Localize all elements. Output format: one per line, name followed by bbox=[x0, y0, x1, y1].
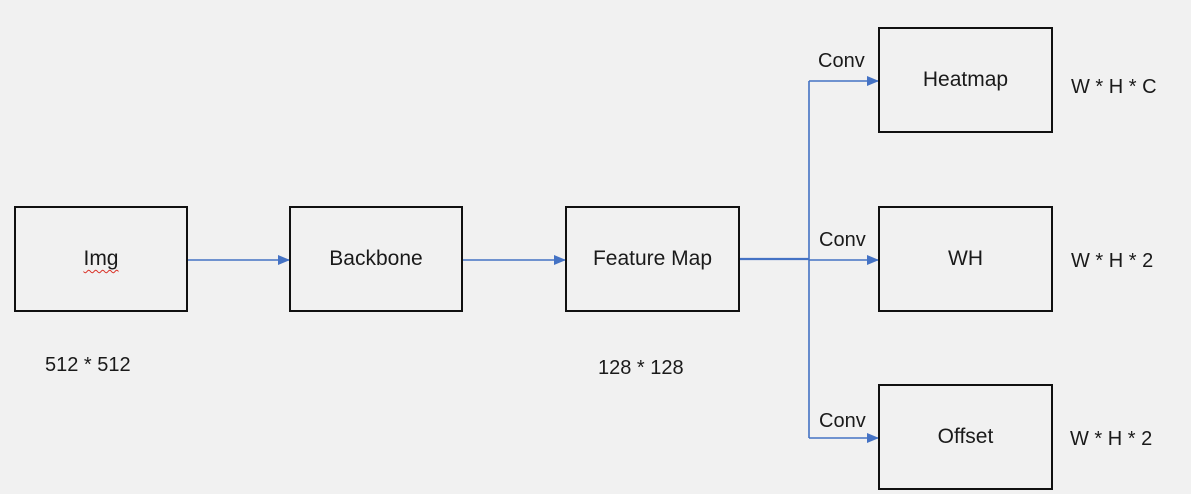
offset-node[interactable]: Offset bbox=[878, 384, 1053, 490]
wh-node-label: WH bbox=[948, 247, 983, 270]
conv-label-heatmap: Conv bbox=[818, 50, 865, 72]
img-node[interactable]: Img bbox=[14, 206, 188, 312]
backbone-node-label: Backbone bbox=[329, 247, 423, 270]
offset-shape-label: W * H * 2 bbox=[1070, 428, 1153, 450]
feature-map-node[interactable]: Feature Map bbox=[565, 206, 740, 312]
wh-node[interactable]: WH bbox=[878, 206, 1053, 312]
wh-shape-label: W * H * 2 bbox=[1071, 250, 1154, 272]
conv-label-offset: Conv bbox=[819, 410, 866, 432]
conv-label-wh: Conv bbox=[819, 229, 866, 251]
input-size-label: 512 * 512 bbox=[45, 354, 131, 376]
feature-map-size-label: 128 * 128 bbox=[598, 357, 684, 379]
heatmap-node[interactable]: Heatmap bbox=[878, 27, 1053, 133]
img-node-label: Img bbox=[83, 247, 119, 270]
heatmap-shape-label: W * H * C bbox=[1071, 76, 1157, 98]
offset-node-label: Offset bbox=[937, 425, 994, 448]
feature-map-node-label: Feature Map bbox=[592, 247, 713, 270]
backbone-node[interactable]: Backbone bbox=[289, 206, 463, 312]
heatmap-node-label: Heatmap bbox=[922, 68, 1009, 91]
